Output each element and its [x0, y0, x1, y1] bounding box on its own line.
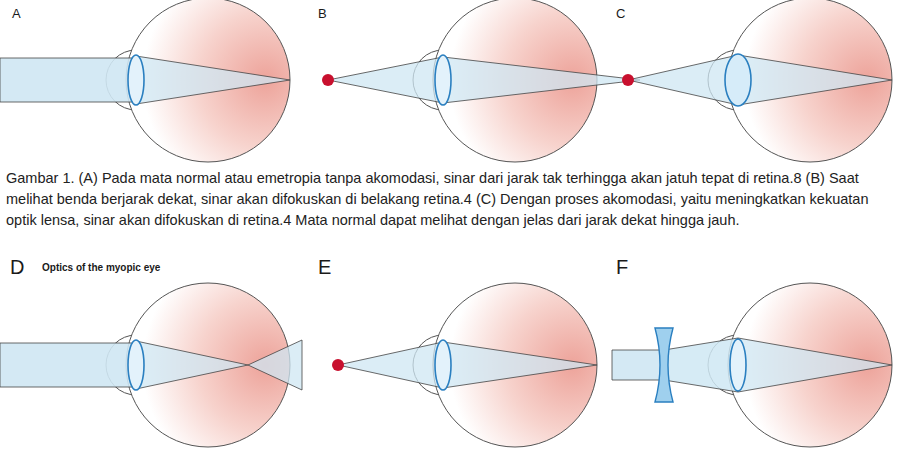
panel-letter: E: [318, 256, 331, 279]
panel-letter: A: [12, 6, 21, 21]
eye-d: [0, 283, 302, 447]
eye-a: [0, 0, 290, 162]
eye-f: [612, 283, 892, 447]
panel-letter: F: [616, 256, 628, 279]
panel-subtitle: Optics of the myopic eye: [42, 262, 160, 273]
panel-letter: D: [10, 256, 24, 279]
eye-c: [622, 0, 892, 162]
eye-e: [332, 283, 597, 447]
panel-letter: C: [616, 6, 625, 21]
eye-b: [322, 0, 640, 162]
panel-letter: B: [318, 6, 327, 21]
figure-caption: Gambar 1. (A) Pada mata normal atau emet…: [6, 168, 898, 231]
